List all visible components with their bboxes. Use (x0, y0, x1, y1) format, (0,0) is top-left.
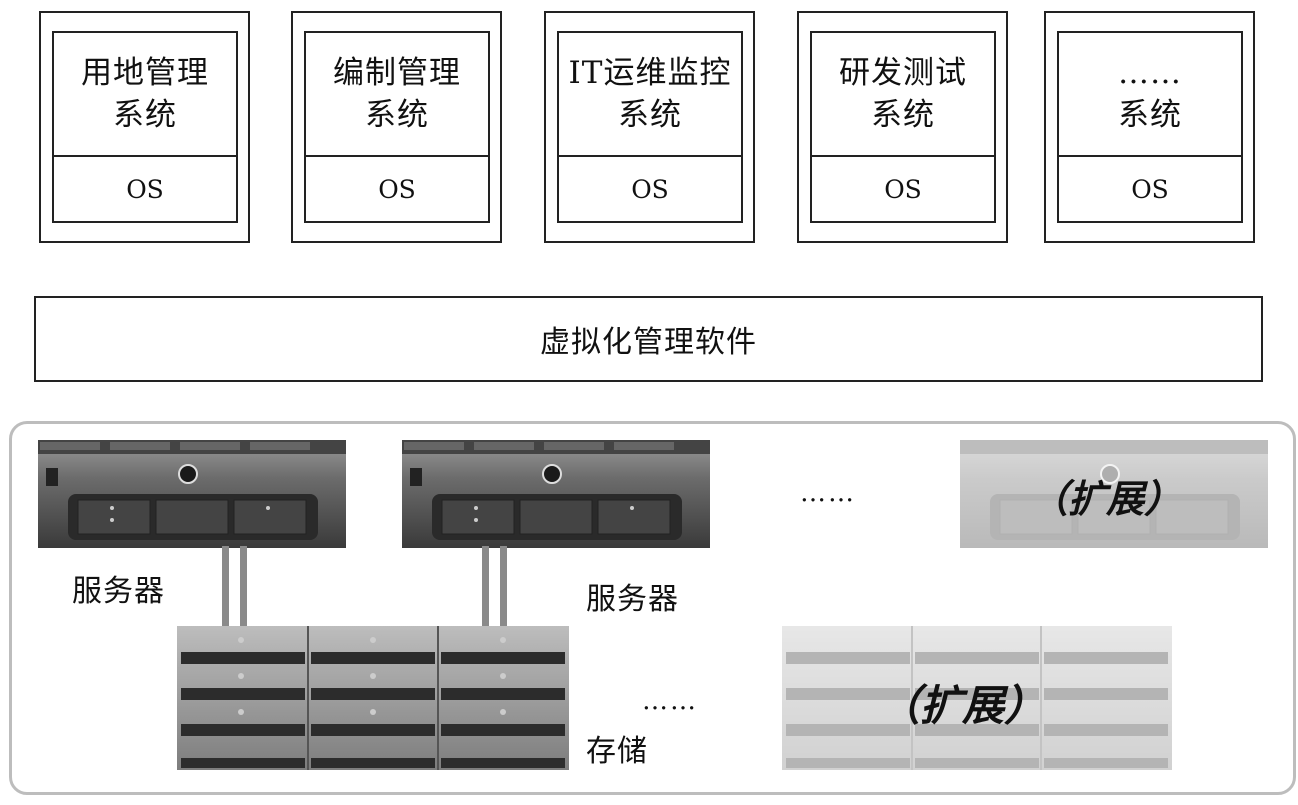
vm-app-name: 用地管理 (81, 55, 209, 91)
vm-app-3: IT运维监控 系统 (559, 33, 741, 157)
server-ellipsis: …… (800, 478, 856, 508)
virtualization-layer: 虚拟化管理软件 (34, 296, 1263, 382)
vm-box-3: IT运维监控 系统 OS (544, 11, 755, 243)
vm-os-3: OS (631, 174, 669, 204)
vm-app-5: …… 系统 (1059, 33, 1241, 157)
cable-icon (222, 546, 247, 630)
virtualization-label: 虚拟化管理软件 (540, 325, 757, 360)
vm-box-1: 用地管理 系统 OS (39, 11, 250, 243)
vm-app-suffix: 系统 (365, 97, 429, 133)
storage-icon (177, 626, 569, 770)
vm-app-2: 编制管理 系统 (306, 33, 488, 157)
server-label-2: 服务器 (586, 582, 679, 617)
server-icon (402, 440, 710, 548)
vm-os-4: OS (884, 174, 922, 204)
vm-box-2: 编制管理 系统 OS (291, 11, 502, 243)
hardware-frame (9, 421, 1296, 795)
vm-app-1: 用地管理 系统 (54, 33, 236, 157)
vm-inner-4: 研发测试 系统 OS (810, 31, 996, 223)
vm-app-4: 研发测试 系统 (812, 33, 994, 157)
vm-box-4: 研发测试 系统 OS (797, 11, 1008, 243)
server-expand-label: （扩展） (1030, 476, 1183, 521)
storage-expand-icon (782, 626, 1172, 770)
vm-os-5: OS (1131, 174, 1169, 204)
vm-os-2: OS (378, 174, 416, 204)
storage-label: 存储 (586, 734, 648, 769)
vm-app-name: IT运维监控 (568, 55, 732, 91)
server-expand-icon (960, 440, 1268, 548)
vm-os-1: OS (126, 174, 164, 204)
vm-inner-1: 用地管理 系统 OS (52, 31, 238, 223)
vm-app-name: 研发测试 (839, 55, 967, 91)
server-label-1: 服务器 (72, 574, 165, 609)
vm-app-suffix: 系统 (1118, 97, 1182, 133)
vm-box-5: …… 系统 OS (1044, 11, 1255, 243)
vm-app-suffix: 系统 (618, 97, 682, 133)
vm-inner-2: 编制管理 系统 OS (304, 31, 490, 223)
vm-app-name: …… (1118, 55, 1182, 91)
storage-expand-label: （扩展） (878, 681, 1047, 730)
vm-app-name: 编制管理 (333, 55, 461, 91)
vm-app-suffix: 系统 (871, 97, 935, 133)
vm-inner-5: …… 系统 OS (1057, 31, 1243, 223)
cable-icon (482, 546, 507, 630)
server-icon (38, 440, 346, 548)
vm-inner-3: IT运维监控 系统 OS (557, 31, 743, 223)
storage-ellipsis: …… (642, 686, 698, 716)
vm-app-suffix: 系统 (113, 97, 177, 133)
